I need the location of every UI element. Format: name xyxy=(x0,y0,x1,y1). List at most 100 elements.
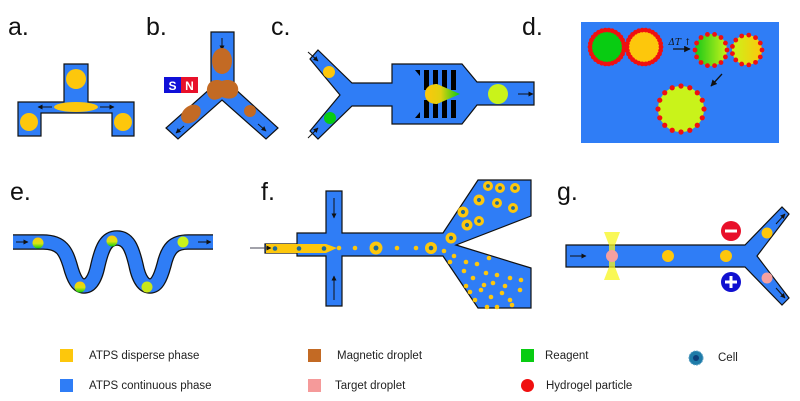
cell xyxy=(495,201,499,205)
magnetic-droplet xyxy=(244,105,256,117)
pickering-droplet-merged xyxy=(655,83,707,135)
hydrogel-particle xyxy=(678,83,684,89)
droplet-core xyxy=(590,30,624,64)
hydrogel-particle xyxy=(701,106,707,112)
empty-droplet xyxy=(509,302,515,308)
droplet-core xyxy=(658,86,704,132)
pickering-droplet-disperse xyxy=(624,27,664,67)
hydrogel-particle xyxy=(621,41,627,46)
hydrogel-particle xyxy=(662,90,668,96)
magnetic-droplet-swatch xyxy=(308,349,321,362)
panel-c-label: c. xyxy=(271,13,290,41)
empty-droplet xyxy=(507,297,513,303)
panel-g: g. xyxy=(557,178,790,306)
empty-droplet xyxy=(494,304,500,310)
hydrogel-particle xyxy=(723,40,728,46)
empty-droplet xyxy=(336,245,342,251)
magnet-south-label: S xyxy=(168,79,176,93)
hydrogel-particle xyxy=(730,51,735,56)
hydrogel-particle xyxy=(602,27,608,33)
inlet-cells xyxy=(272,246,327,251)
hydrogel-particle xyxy=(730,44,735,49)
disperse-phase-swatch xyxy=(60,349,73,362)
flow-arrow-icon xyxy=(175,125,185,134)
reagent-swatch xyxy=(521,349,534,362)
legend-label: ATPS continuous phase xyxy=(89,379,212,392)
magnetic-droplet xyxy=(212,48,232,74)
target-droplet-swatch xyxy=(308,379,321,392)
hydrogel-particle xyxy=(639,27,645,33)
legend-label: ATPS disperse phase xyxy=(89,349,200,362)
panel-b-label: b. xyxy=(146,13,167,41)
hydrogel-particle xyxy=(746,62,752,68)
disperse-droplet xyxy=(720,250,732,262)
cell xyxy=(513,186,517,190)
cell-icon xyxy=(688,350,704,366)
hydrogel-particle xyxy=(757,54,763,60)
hydrogel-particle xyxy=(658,41,664,46)
mixed-droplet xyxy=(177,236,189,248)
legend-item-reagent: Reagent xyxy=(521,349,588,362)
empty-droplet xyxy=(486,255,492,261)
pickering-droplet-merging-right xyxy=(730,32,765,68)
hydrogel-particle xyxy=(687,85,693,91)
panel-e: e. xyxy=(10,178,213,294)
hydrogel-particle xyxy=(705,63,710,68)
hydrogel-particle xyxy=(657,97,663,103)
hydrogel-particle xyxy=(606,61,612,67)
cell xyxy=(321,246,327,251)
hydrogel-particle xyxy=(669,85,675,91)
panel-e-label: e. xyxy=(10,178,31,206)
empty-droplet xyxy=(502,283,508,289)
hydrogel-particle xyxy=(699,97,705,103)
hydrogel-particle xyxy=(687,127,693,133)
disperse-droplet xyxy=(323,66,335,78)
empty-droplet xyxy=(484,304,490,310)
hydrogel-particle xyxy=(694,54,699,60)
sorting-channel xyxy=(565,206,790,306)
empty-droplet xyxy=(394,245,400,251)
legend-label: Cell xyxy=(718,352,738,364)
panel-g-label: g. xyxy=(557,178,578,206)
hydrogel-particle xyxy=(757,40,763,46)
hydrogel-particle xyxy=(699,115,705,121)
legend-item-cell: Cell xyxy=(688,350,738,366)
cell xyxy=(272,246,278,251)
hydrogel-particle xyxy=(694,40,699,46)
empty-droplet xyxy=(463,283,469,289)
empty-droplet xyxy=(507,275,513,281)
empty-droplet xyxy=(470,275,476,281)
merging-droplet xyxy=(425,84,460,104)
panel-d-label: d. xyxy=(522,13,543,41)
flow-arrow-icon xyxy=(775,213,786,225)
hydrogel-particle xyxy=(624,48,630,53)
panel-f-label: f. xyxy=(261,178,275,206)
empty-droplet xyxy=(474,261,480,267)
hydrogel-particle xyxy=(718,35,724,40)
hydrogel-particle xyxy=(657,115,663,121)
empty-droplet xyxy=(413,245,419,251)
hydrogel-particle xyxy=(718,60,724,65)
magnetic-droplet-deflected xyxy=(206,80,239,100)
magnetic-droplet xyxy=(181,104,201,124)
positive-electrode-icon xyxy=(721,272,741,292)
legend-label: Magnetic droplet xyxy=(337,349,423,362)
empty-droplet xyxy=(494,272,500,278)
panel-a-label: a. xyxy=(8,13,29,41)
merging-channel xyxy=(309,49,535,140)
empty-droplet xyxy=(490,280,496,286)
droplet-core xyxy=(732,35,762,65)
temperature-annotation: ΔT ↑ xyxy=(668,38,692,48)
panel-b: b. S N xyxy=(146,13,279,140)
hydrogel-particle-icon xyxy=(521,379,534,392)
mixing-droplet xyxy=(141,281,153,293)
panel-a: a. xyxy=(8,13,135,137)
hydrogel-particle xyxy=(739,61,745,67)
empty-droplet xyxy=(483,270,489,276)
cell xyxy=(373,245,379,251)
flow-arrow-icon xyxy=(257,123,267,132)
reagent-droplet xyxy=(324,112,336,124)
mixing-droplet xyxy=(32,237,44,249)
merged-droplet xyxy=(488,84,508,104)
